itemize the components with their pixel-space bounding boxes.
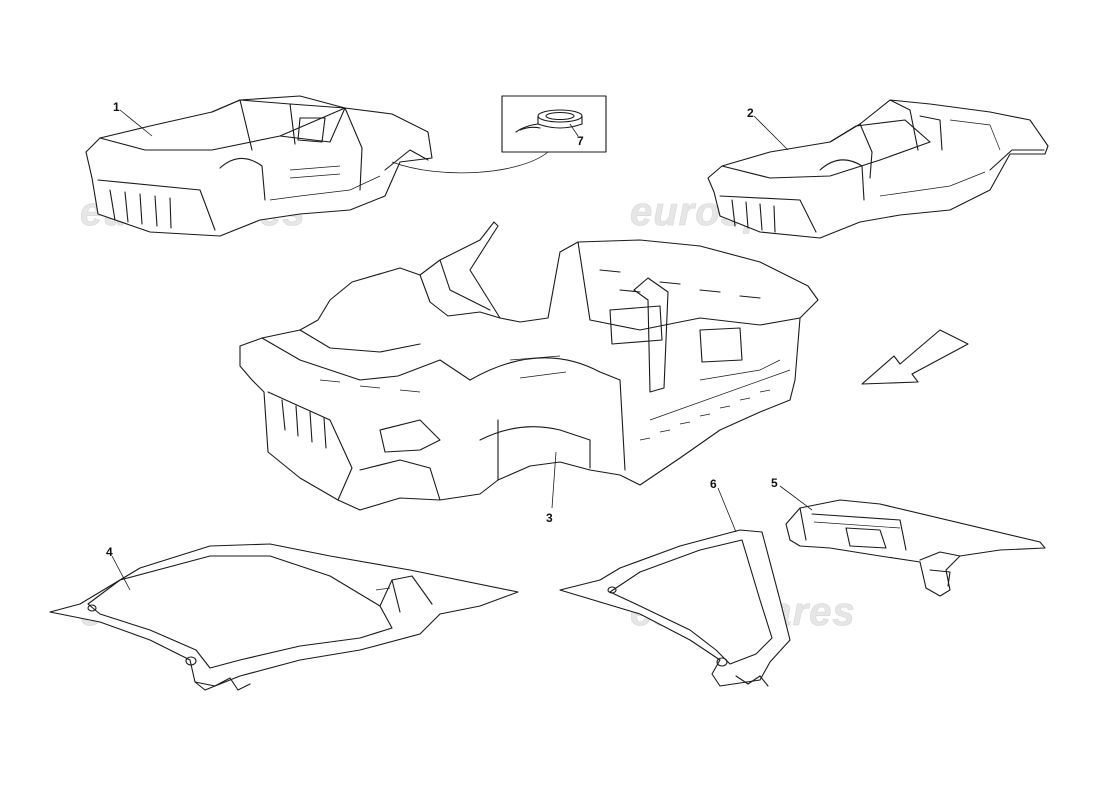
part-1-body-shell-coupe[interactable] [85,95,433,237]
part-4-roof-frame[interactable] [49,543,519,691]
callout-5[interactable]: 5 [771,476,778,490]
arrow-icon [861,329,969,385]
part-2-body-shell-spider[interactable] [707,99,1049,239]
callout-6-leader [717,487,737,533]
callout-4[interactable]: 4 [106,545,113,559]
callout-4-leader [111,555,131,591]
callout-7-leader [569,123,579,137]
detail-box-frame [501,95,607,153]
callout-labels: 1 2 3 4 5 6 7 [106,100,778,559]
part-6-roof-frame-spider[interactable] [559,529,791,687]
callout-2-leader [753,115,789,151]
callout-leaders [111,109,813,591]
callout-5-leader [779,485,813,511]
callout-3[interactable]: 3 [546,511,553,525]
part-5-rear-panel[interactable] [785,499,1046,597]
callout-3-leader [551,451,557,509]
callout-2[interactable]: 2 [747,106,754,120]
part-3-chassis-frame[interactable] [239,221,819,511]
detail-box-leader [391,151,549,174]
part-7-detail-box[interactable] [391,95,607,174]
direction-arrow [861,329,969,385]
callout-7[interactable]: 7 [577,134,584,148]
callout-1[interactable]: 1 [113,100,120,114]
callout-1-leader [119,109,153,137]
callout-6[interactable]: 6 [710,477,717,491]
